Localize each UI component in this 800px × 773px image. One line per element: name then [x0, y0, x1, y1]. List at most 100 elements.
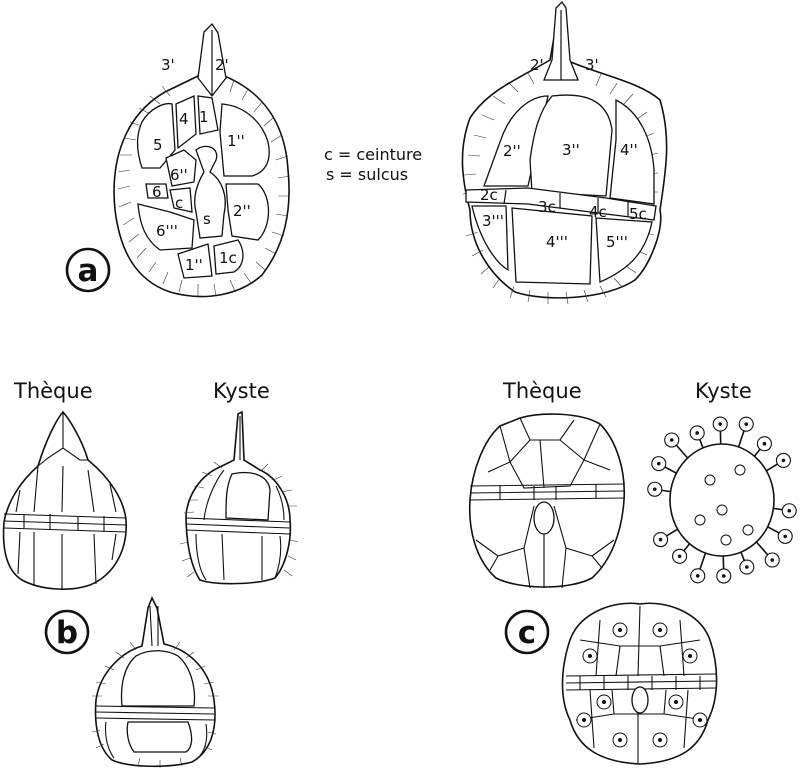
cyst-process-centre: [781, 458, 786, 463]
cyst-process-centre: [656, 461, 661, 466]
panel-c-theca: [468, 413, 626, 589]
label-d-4pp: 4'': [620, 141, 638, 159]
panel-b-cyst-bottom: [91, 596, 218, 768]
cyst-process-centre: [745, 565, 749, 569]
label-4: 4: [179, 110, 189, 128]
panel-a-ventral-cyst: 3' 2' 4 1 5 1'' 6'' 6 c s 2'' 6''' 1'' 1…: [113, 22, 291, 298]
ventral-wall-hatching: [117, 79, 291, 297]
panel-c-cyst-heading: Kyste: [695, 379, 752, 403]
cyst-rosette-centre: [602, 700, 606, 704]
panel-c-badge: c: [504, 609, 550, 655]
cyst-rosette: [734, 464, 746, 476]
dorsal-girdle: [465, 187, 657, 221]
panel-b-theca-heading: Thèque: [13, 379, 93, 403]
panel-a-badge: a: [65, 247, 111, 293]
panel-c-badge-letter: c: [518, 615, 536, 651]
panel-b-cyst-top-hatching: [179, 461, 299, 578]
ventral-plate-1: [197, 95, 219, 135]
label-1: 1: [199, 108, 209, 126]
cyst-rosette: [694, 514, 706, 526]
legend-ceinture: c = ceinture: [324, 145, 422, 164]
cyst-rosette: [720, 534, 732, 546]
cyst-process-centre: [783, 534, 788, 539]
cyst-process-centre: [787, 508, 792, 513]
cyst-rosette-centre: [582, 718, 586, 722]
cyst-process-centre: [658, 537, 663, 542]
ventral-plate-6pp: [165, 149, 197, 187]
cyst-process-centre: [695, 574, 700, 578]
panel-b-badge-letter: b: [56, 615, 78, 651]
ventral-plate-1c: [213, 239, 244, 275]
dorsal-plate-5ppp: [595, 217, 653, 283]
label-d-3pp: 3'': [562, 141, 580, 159]
cyst-process-centre: [677, 554, 682, 559]
label-c: c: [175, 194, 183, 212]
label-2prime: 2': [215, 56, 229, 74]
cyst-rosette: [704, 474, 716, 486]
panel-b-badge: b: [44, 609, 90, 655]
legend-sulcus: s = sulcus: [326, 165, 408, 184]
label-d-5c: 5c: [629, 205, 647, 223]
cyst-process-centre: [744, 422, 749, 426]
label-d-4ppp: 4''': [546, 233, 568, 251]
cyst-process-centre: [770, 558, 775, 562]
cyst-rosette-centre: [688, 654, 692, 658]
dorsal-plate-4pp: [609, 98, 655, 205]
cyst-rosette: [742, 524, 754, 536]
panel-b-cyst-top: [179, 410, 299, 585]
panel-a-badge-letter: a: [78, 253, 99, 289]
label-1pp: 1'': [227, 132, 245, 150]
ventral-plate-6ppp: [137, 203, 195, 251]
label-6pp: 6'': [170, 166, 188, 184]
panel-c-cyst-bottom: [561, 602, 718, 765]
cyst-rosette-centre: [698, 718, 702, 722]
cyst-process-centre: [695, 431, 699, 435]
label-3prime: 3': [161, 56, 175, 74]
dorsal-plate-3ppp: [471, 205, 509, 272]
label-6: 6: [152, 183, 162, 201]
panel-b-cyst-heading: Kyste: [213, 379, 270, 403]
dorsal-plate-4ppp: [511, 207, 593, 285]
panel-b-theca: [2, 410, 127, 590]
cyst-rosette-centre: [658, 738, 662, 742]
label-1b: 1'': [185, 256, 203, 274]
panel-b-cyst-bottom-hatching: [91, 641, 218, 768]
ventral-plate-1b: [177, 243, 213, 279]
panel-a-dorsal-cyst: 2' 3' 2'' 3'' 4'' 2c 3c 4c 5c 3''' 4''' …: [461, 0, 668, 305]
label-d-3prime: 3': [585, 56, 599, 74]
label-d-2c: 2c: [480, 186, 498, 204]
cyst-process-centre: [669, 438, 674, 442]
cyst-rosette-centre: [658, 628, 662, 632]
panel-c-cyst-bottom-processes: [576, 622, 708, 748]
cyst-process-centre: [652, 487, 657, 492]
cyst-rosette-centre: [618, 738, 622, 742]
cyst-rosette-centre: [674, 700, 678, 704]
label-d-3c: 3c: [538, 198, 556, 216]
label-d-5ppp: 5''': [606, 233, 628, 251]
legend: c = ceinture s = sulcus: [324, 145, 422, 184]
label-d-2prime: 2': [530, 56, 544, 74]
ventral-plate-6: [145, 183, 169, 199]
cyst-process-centre: [718, 422, 723, 426]
cyst-rosette-centre: [588, 654, 592, 658]
ventral-plate-c: [169, 187, 193, 213]
label-s: s: [203, 210, 211, 228]
cyst-rosette-centre: [618, 628, 622, 632]
label-d-3ppp: 3''': [482, 212, 504, 230]
panel-c-cyst-top: [647, 416, 797, 584]
ventral-plate-4: [175, 95, 197, 150]
ventral-plate-s: [194, 145, 226, 239]
label-d-2pp: 2'': [503, 142, 521, 160]
label-1c: 1c: [219, 249, 237, 267]
panel-c-theca-heading: Thèque: [502, 379, 582, 403]
ventral-plate-1pp: [219, 103, 270, 177]
label-2pp: 2'': [233, 202, 251, 220]
label-d-4c: 4c: [589, 203, 607, 221]
label-6ppp: 6''': [156, 222, 178, 240]
panel-c-cyst-top-processes: [647, 416, 797, 584]
label-5: 5: [153, 136, 163, 154]
dorsal-plate-3pp: [529, 94, 613, 197]
cyst-rosette: [716, 504, 728, 516]
cyst-process-centre: [721, 574, 726, 578]
